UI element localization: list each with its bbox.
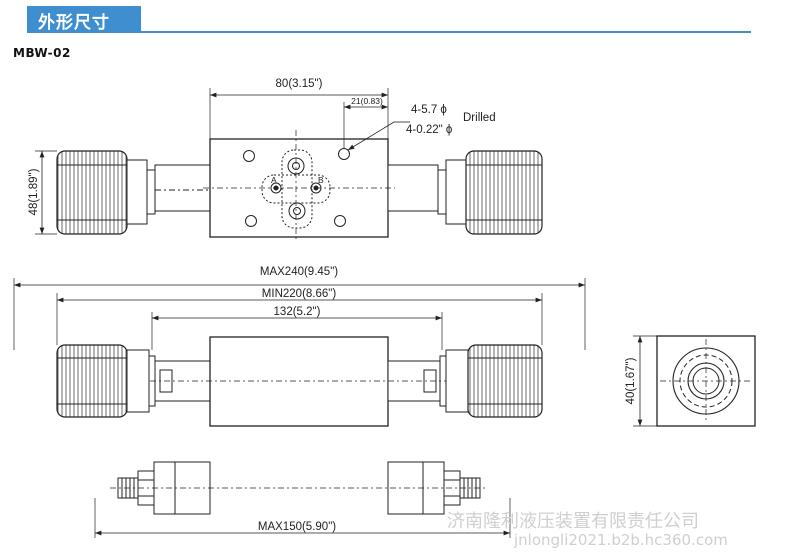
dim-stud-span-label: MAX150(5.90") xyxy=(258,521,336,533)
dim-min-length-label: MIN220(8.66") xyxy=(262,288,337,300)
header-divider xyxy=(27,31,751,33)
top-view xyxy=(35,88,543,240)
watermark-company: 济南隆利液压装置有限责任公司 xyxy=(447,511,699,532)
section-header-bar xyxy=(27,6,141,32)
port-b-label: B xyxy=(318,175,324,185)
section-title: 外形尺寸 xyxy=(38,13,110,33)
hole-spec-imperial: 4-0.22" ϕ xyxy=(406,124,452,136)
dim-body-length-label: 132(5.2") xyxy=(274,306,321,318)
hole-spec-drilled: Drilled xyxy=(463,112,496,124)
dim-side-height-label: 40(1.67") xyxy=(625,357,637,404)
dim-max-length-label: MAX240(9.45") xyxy=(260,266,338,278)
model-number: MBW-02 xyxy=(13,46,71,60)
port-a-label: A xyxy=(271,175,277,185)
dim-height-label: 48(1.89") xyxy=(28,168,40,215)
front-view xyxy=(13,278,586,427)
bottom-view xyxy=(94,461,511,538)
hole-spec-metric: 4-5.7 ϕ xyxy=(411,104,447,116)
dim-offset-label: 21(0.83) xyxy=(351,96,383,106)
dim-length-label: 80(3.15") xyxy=(276,78,323,90)
watermark-url: jnlongli2021.b2b.hc360.com xyxy=(514,531,728,549)
side-view xyxy=(633,335,756,427)
